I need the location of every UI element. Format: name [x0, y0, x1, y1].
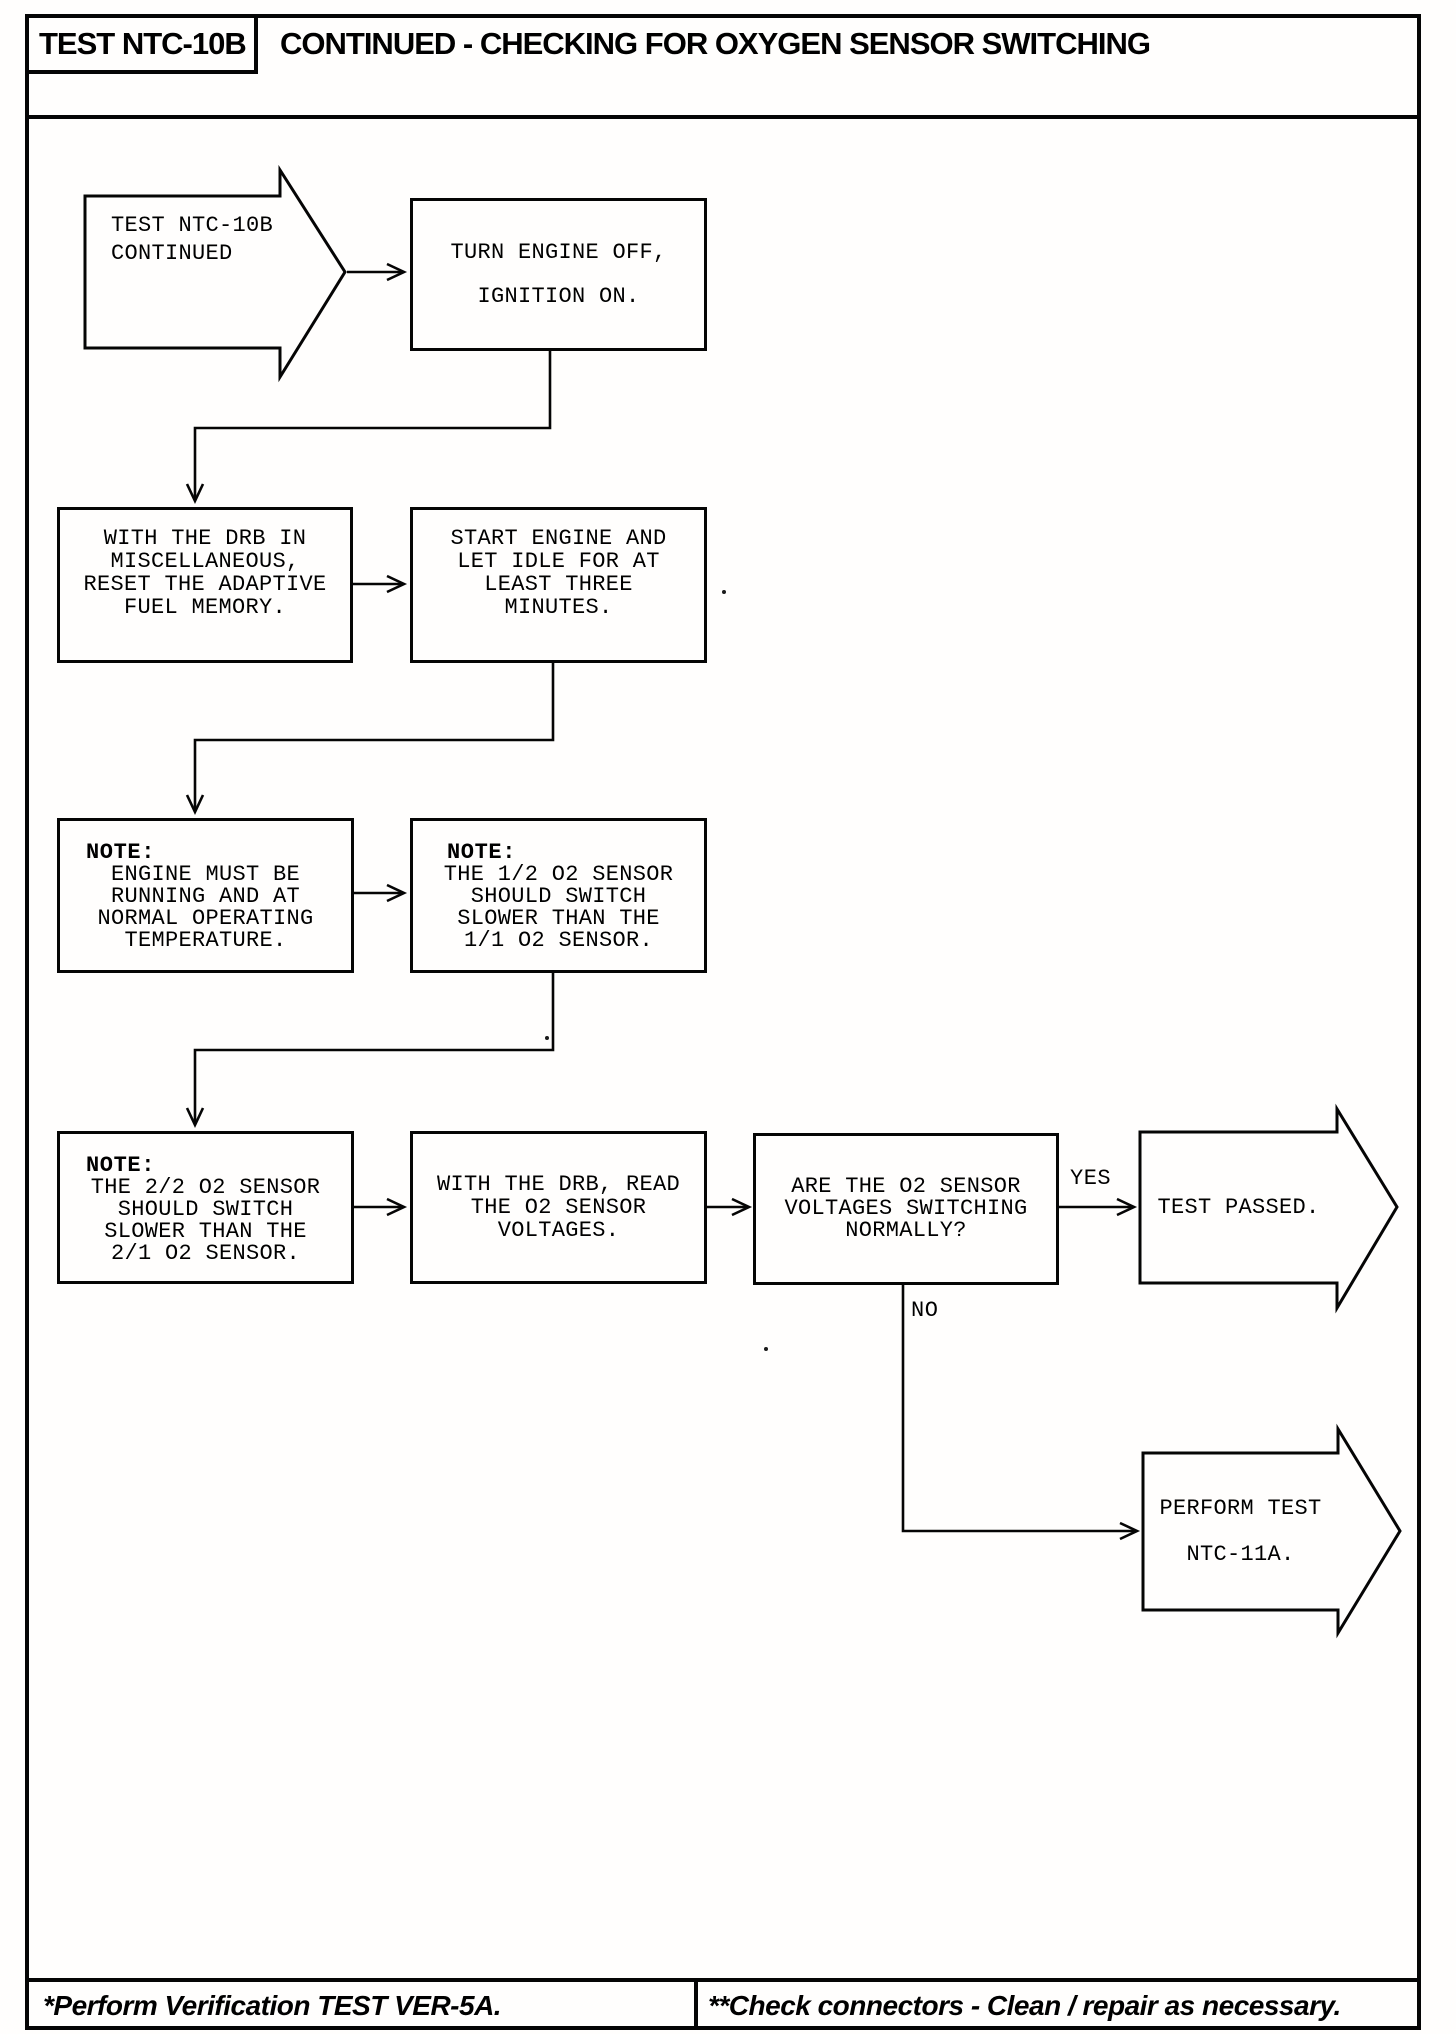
footer-note-left: *Perform Verification TEST VER-5A.: [43, 1989, 502, 2021]
box-line: LET IDLE FOR AT: [457, 549, 660, 574]
test-id-box: TEST NTC-10B: [25, 14, 258, 74]
note-label: NOTE:: [86, 1153, 156, 1178]
box-line: MINUTES.: [504, 595, 613, 620]
box-turn-engine-off: TURN ENGINE OFF, IGNITION ON.: [410, 198, 707, 351]
border-left: [25, 14, 29, 2030]
border-top: [25, 14, 1421, 18]
box-line: TURN ENGINE OFF,: [450, 240, 667, 265]
box-line: FUEL MEMORY.: [123, 595, 287, 620]
box-line: VOLTAGES SWITCHING: [784, 1196, 1028, 1221]
box-line: THE O2 SENSOR: [470, 1195, 647, 1220]
box-line: NORMALLY?: [845, 1218, 967, 1243]
entry-arrow-shape: [83, 164, 347, 383]
box-line: SLOWER THAN THE: [104, 1219, 307, 1244]
box-line: THE 2/2 O2 SENSOR: [90, 1175, 321, 1200]
footer-divider-top: [25, 1978, 1421, 1982]
connector-start-engine-to-note-engine: [185, 663, 555, 816]
yes-branch-label: YES: [1070, 1166, 1112, 1191]
terminal-line: PERFORM TEST: [1159, 1496, 1322, 1521]
terminal-perform-ntc11a: PERFORM TEST NTC-11A.: [1143, 1453, 1338, 1610]
note-box-2-2-sensor: NOTE: THE 2/2 O2 SENSOR SHOULD SWITCH SL…: [57, 1131, 354, 1284]
box-line: VOLTAGES.: [497, 1218, 620, 1243]
connector-note-12-to-note-22: [185, 973, 555, 1129]
box-line: START ENGINE AND: [450, 526, 667, 551]
page-title: CONTINUED - CHECKING FOR OXYGEN SENSOR S…: [280, 26, 1151, 61]
test-passed-arrow-shape: [1138, 1103, 1399, 1314]
footer-divider-vertical: [694, 1978, 698, 2030]
entry-connector: TEST NTC-10B CONTINUED: [85, 196, 306, 364]
box-line: RUNNING AND AT: [110, 884, 301, 909]
box-line: IGNITION ON.: [477, 284, 640, 309]
connector-turn-engine-to-drb-reset: [185, 351, 552, 505]
box-start-engine: START ENGINE AND LET IDLE FOR AT LEAST T…: [410, 507, 707, 663]
perform-test-arrow-shape: [1141, 1423, 1402, 1639]
box-line: ENGINE MUST BE: [110, 862, 301, 887]
box-line: 1/1 O2 SENSOR.: [463, 928, 654, 953]
border-right: [1417, 14, 1421, 2030]
note-box-engine-running: NOTE: ENGINE MUST BE RUNNING AND AT NORM…: [57, 818, 354, 973]
box-line: LEAST THREE: [484, 572, 633, 597]
no-branch-label: NO: [911, 1298, 939, 1323]
header-divider: [25, 115, 1421, 119]
box-line: THE 1/2 O2 SENSOR: [443, 862, 674, 887]
decision-box-voltages-switching: ARE THE O2 SENSOR VOLTAGES SWITCHING NOR…: [753, 1133, 1059, 1285]
scan-speck: [545, 1036, 549, 1040]
box-line: WITH THE DRB IN: [103, 526, 307, 551]
terminal-test-passed: TEST PASSED.: [1140, 1132, 1337, 1283]
box-line: TEMPERATURE.: [124, 928, 287, 953]
note-label: NOTE:: [447, 840, 517, 865]
box-line: WITH THE DRB, READ: [436, 1172, 681, 1197]
terminal-line: NTC-11A.: [1186, 1542, 1295, 1567]
border-bottom: [25, 2026, 1421, 2030]
connector-no-to-perform-test: [901, 1284, 1141, 1541]
note-label: NOTE:: [86, 840, 156, 865]
terminal-line: TEST PASSED.: [1157, 1195, 1320, 1220]
box-drb-reset: WITH THE DRB IN MISCELLANEOUS, RESET THE…: [57, 507, 353, 663]
box-line: SLOWER THAN THE: [457, 906, 660, 931]
entry-line: CONTINUED: [111, 241, 233, 266]
note-box-1-2-sensor: NOTE: THE 1/2 O2 SENSOR SHOULD SWITCH SL…: [410, 818, 707, 973]
footer-note-right: **Check connectors - Clean / repair as n…: [708, 1989, 1341, 2021]
box-line: SHOULD SWITCH: [470, 884, 647, 909]
scan-speck: [722, 590, 726, 594]
box-line: 2/1 O2 SENSOR.: [110, 1241, 301, 1266]
box-line: MISCELLANEOUS,: [110, 549, 300, 574]
box-line: RESET THE ADAPTIVE: [83, 572, 327, 597]
box-read-voltages: WITH THE DRB, READ THE O2 SENSOR VOLTAGE…: [410, 1131, 707, 1284]
entry-line: TEST NTC-10B: [111, 213, 274, 238]
box-line: NORMAL OPERATING: [97, 906, 314, 931]
box-line: ARE THE O2 SENSOR: [791, 1174, 1021, 1199]
test-id: TEST NTC-10B: [39, 26, 247, 61]
scan-speck: [764, 1347, 768, 1351]
box-line: SHOULD SWITCH: [117, 1197, 294, 1222]
